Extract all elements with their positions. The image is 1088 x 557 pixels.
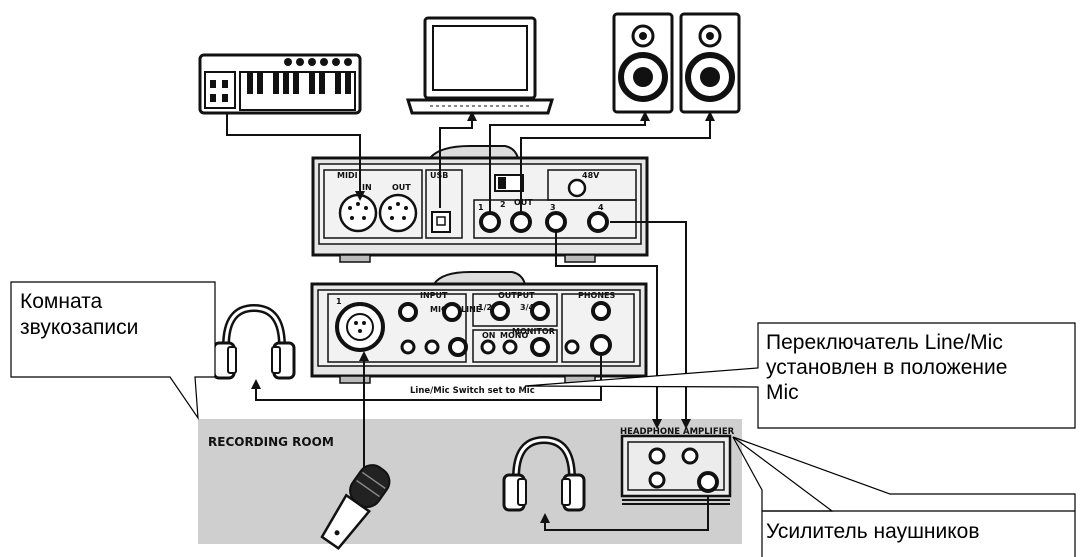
input-1-label: 1 [336,297,342,306]
line-mic-switch [400,339,416,355]
output-label: OUTPUT [498,291,535,300]
output-12-label: 1/2 [478,303,492,312]
input-label: INPUT [420,291,448,300]
callout-recording-room: Комната звукозаписи [10,281,216,421]
midi-label: MIDI [337,171,358,180]
power-48v-label: 48V [582,171,600,180]
headphones-icon-control-room [212,303,296,380]
headphones-icon-recording-room [502,435,586,512]
cables [226,111,715,531]
recording-room-label: RECORDING ROOM [208,435,334,449]
callout-headphone-amp-text: Усилитель наушников [766,520,980,543]
microphone-icon [320,464,391,551]
callout-line-mic-line1: Переключатель Line/Mic [766,331,1003,354]
callout-line-mic-line3: Mic [766,381,799,404]
output-34-label: 3/4 [520,303,534,312]
callout-line-mic-line2: установлен в положение [766,356,1007,379]
laptop-icon [405,16,555,115]
midi-in-label: IN [362,183,372,192]
out-label: OUT [514,198,533,207]
callout-headphone-amp: Усилитель наушников [732,436,1076,557]
out-1-label: 1 [478,203,484,212]
headphone-amplifier: HEADPHONE AMPLIFIER [620,427,735,505]
speaker-right-icon [679,12,741,114]
midi-in-port [338,193,378,233]
midi-out-label: OUT [392,183,411,192]
midi-keyboard-icon [198,53,362,115]
monitor-label: MONITOR [512,327,555,336]
out-2-label: 2 [500,200,506,209]
speaker-left-icon [612,12,674,114]
phones-label: PHONES [578,291,616,300]
callout-recording-room-line2: звукозаписи [20,316,138,339]
audio-interface-bottom: 1 INPUT MIC LINE OUTPUT 1/2 3/4 MONITOR … [310,271,648,384]
audio-interface-top: MIDI IN OUT USB 48V OUT 1 2 3 4 [311,145,649,263]
monitor-on-label: ON [482,331,496,340]
headphone-amplifier-label: HEADPHONE AMPLIFIER [620,427,735,437]
out-4-label: 4 [598,203,604,212]
line-label: LINE [461,305,481,314]
monitor-mono-label: MONO [500,331,528,340]
midi-out-port [378,193,418,233]
mic-label: MIC [430,305,447,314]
line-mic-switch-label: Line/Mic Switch set to Mic [410,386,535,396]
phones-jack [590,334,612,356]
callout-recording-room-line1: Комната [20,290,103,313]
callout-line-mic: Переключатель Line/Mic установлен в поло… [524,322,1076,429]
out-3-label: 3 [550,203,556,212]
out-jacks [479,211,609,233]
